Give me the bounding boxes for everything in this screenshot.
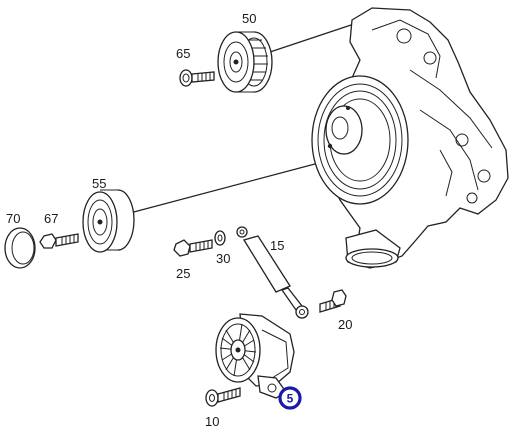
callout-20[interactable]: 20 <box>338 317 352 332</box>
bolt-67[interactable] <box>39 233 79 249</box>
callout-67[interactable]: 67 <box>44 211 58 226</box>
leader-line-55 <box>129 159 331 214</box>
callout-25[interactable]: 25 <box>176 266 190 281</box>
callout-15[interactable]: 15 <box>270 238 284 253</box>
callout-30[interactable]: 30 <box>216 251 230 266</box>
washer-30[interactable] <box>214 230 226 246</box>
bolt-10[interactable] <box>205 387 241 407</box>
bolt-65[interactable] <box>179 69 215 87</box>
bolt-20[interactable] <box>319 289 347 313</box>
bolt-25[interactable] <box>173 239 213 257</box>
damper-strut-15[interactable] <box>236 226 309 319</box>
callout-55[interactable]: 55 <box>92 176 106 191</box>
callout-65[interactable]: 65 <box>176 46 190 61</box>
cover-cap-70[interactable] <box>4 227 36 269</box>
callout-5-highlight[interactable]: 5 <box>278 386 302 410</box>
water-pump-housing[interactable] <box>311 7 509 269</box>
callout-10[interactable]: 10 <box>205 414 219 429</box>
highlight-ring <box>278 386 302 410</box>
callout-5[interactable]: 5 <box>287 392 294 406</box>
belt-tensioner-5[interactable] <box>215 313 295 399</box>
idler-pulley-55[interactable] <box>82 189 135 253</box>
callout-50[interactable]: 50 <box>242 11 256 26</box>
callout-70[interactable]: 70 <box>6 211 20 226</box>
idler-pulley-50[interactable] <box>217 31 273 93</box>
leader-line-50 <box>269 21 361 53</box>
